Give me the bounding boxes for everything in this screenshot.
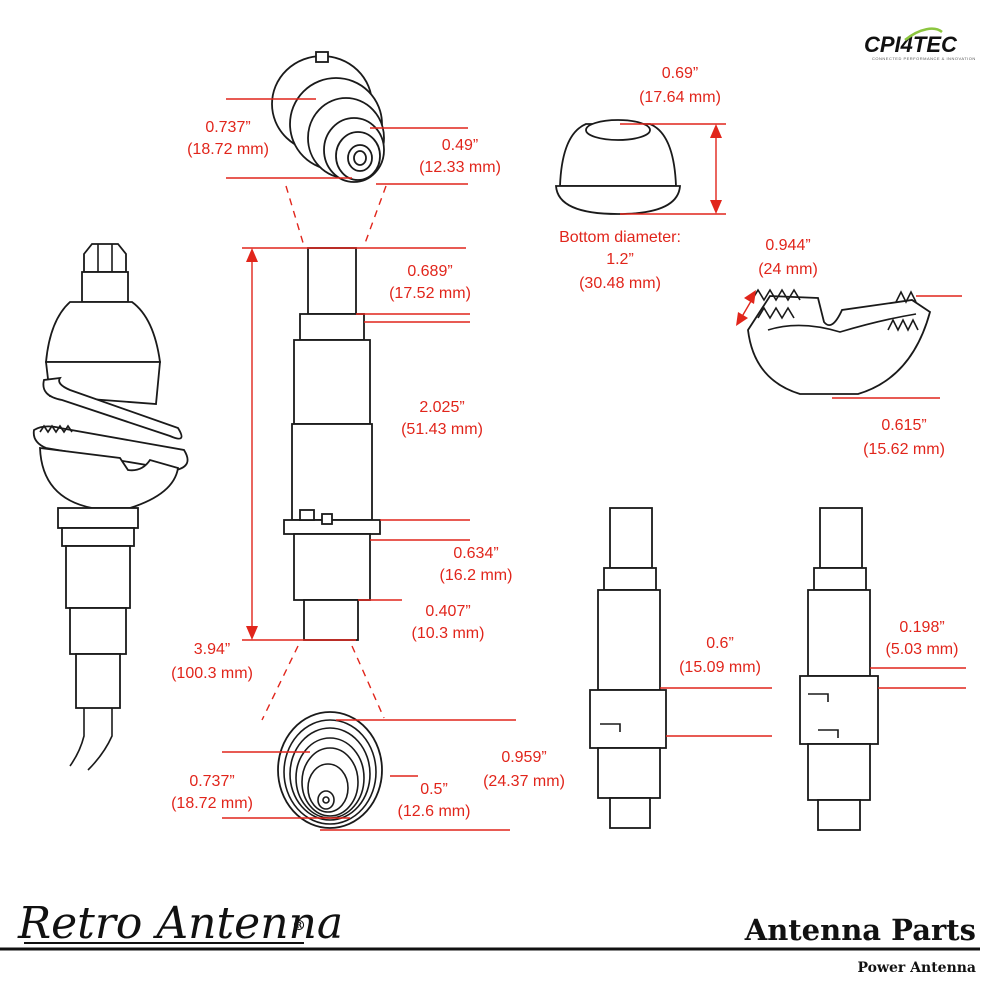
cpi4tec-logo: CPI4TEC CONNECTED PERFORMANCE & INNOVATI… xyxy=(864,27,976,61)
ring-b-dimension-in: 0.198” xyxy=(899,619,944,636)
cap-bottom-diameter-mm: (30.48 mm) xyxy=(579,275,661,292)
bottom-end-view-drawing xyxy=(277,711,383,829)
shaft-a-drawing xyxy=(589,507,667,829)
crown-height-mm: (15.62 mm) xyxy=(863,441,945,458)
top-end-view-drawing xyxy=(271,51,385,183)
logo-swoosh xyxy=(904,27,943,41)
assembled-antenna-drawing xyxy=(32,243,189,771)
top-outer-diameter-mm: (18.72 mm) xyxy=(187,141,269,158)
crown-width-mm: (24 mm) xyxy=(758,261,818,278)
total-length-in: 3.94” xyxy=(194,641,230,658)
brand-registered-mark: ® xyxy=(292,918,306,934)
footer-subtitle: Power Antenna xyxy=(857,960,976,976)
shaft-low-dimension-in: 0.634” xyxy=(453,545,498,562)
cap-top-diameter-in: 0.69” xyxy=(662,65,698,82)
crown-height-in: 0.615” xyxy=(881,417,926,434)
shaft-low-dimension-mm: (16.2 mm) xyxy=(440,567,513,584)
total-length-mm: (100.3 mm) xyxy=(171,665,253,682)
footer-title: Antenna Parts xyxy=(744,913,976,947)
bottom-length-in: 0.959” xyxy=(501,749,546,766)
main-shaft-drawing xyxy=(283,247,381,641)
bottom-outer-diameter-mm: (18.72 mm) xyxy=(171,795,253,812)
bottom-outer-diameter-in: 0.737” xyxy=(189,773,234,790)
dimension-labels: 0.737” (18.72 mm) 0.49” (12.33 mm) 0.689… xyxy=(171,65,958,820)
cap-drawing xyxy=(555,119,681,215)
cap-top-diameter-mm: (17.64 mm) xyxy=(639,89,721,106)
ring-b-dimension-mm: (5.03 mm) xyxy=(886,641,959,658)
logo-tagline: CONNECTED PERFORMANCE & INNOVATION xyxy=(872,56,976,61)
brand-wordmark: Retro Antenna xyxy=(17,898,343,949)
footer: Retro Antenna ® Antenna Parts Power Ante… xyxy=(0,898,980,976)
bottom-inner-diameter-in: 0.5” xyxy=(420,781,448,798)
shaft-bottom-dimension-mm: (10.3 mm) xyxy=(412,625,485,642)
top-outer-diameter-in: 0.737” xyxy=(205,119,250,136)
shaft-b-drawing xyxy=(799,507,879,831)
cap-bottom-diameter-in: 1.2” xyxy=(606,251,634,268)
shaft-mid-dimension-mm: (51.43 mm) xyxy=(401,421,483,438)
crown-cup-drawing xyxy=(747,288,932,395)
shaft-top-dimension-mm: (17.52 mm) xyxy=(389,285,471,302)
top-inner-diameter-mm: (12.33 mm) xyxy=(419,159,501,176)
dimension-lines xyxy=(222,98,966,831)
ring-a-dimension-in: 0.6” xyxy=(706,635,734,652)
bottom-inner-diameter-mm: (12.6 mm) xyxy=(398,803,471,820)
crown-width-in: 0.944” xyxy=(765,237,810,254)
shaft-top-dimension-in: 0.689” xyxy=(407,263,452,280)
shaft-bottom-dimension-in: 0.407” xyxy=(425,603,470,620)
shaft-mid-dimension-in: 2.025” xyxy=(419,399,464,416)
top-inner-diameter-in: 0.49” xyxy=(442,137,478,154)
bottom-length-mm: (24.37 mm) xyxy=(483,773,565,790)
cap-bottom-diameter-label: Bottom diameter: xyxy=(559,229,681,246)
ring-a-dimension-mm: (15.09 mm) xyxy=(679,659,761,676)
